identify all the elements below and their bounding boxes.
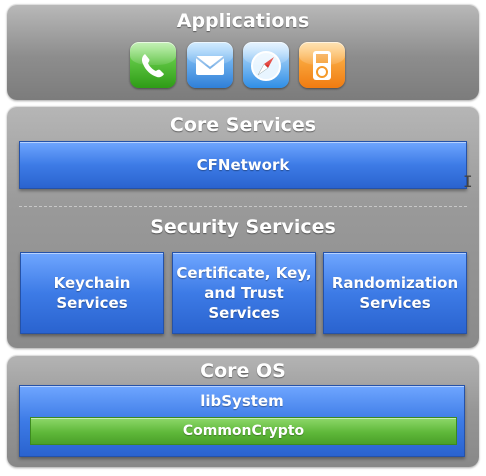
- keychain-label-line1: Keychain: [53, 274, 131, 292]
- commoncrypto-box: CommonCrypto: [30, 417, 457, 445]
- section-divider: [19, 206, 467, 207]
- randomization-label-line1: Randomization: [331, 274, 459, 292]
- commoncrypto-label: CommonCrypto: [182, 423, 305, 439]
- mail-icon: [187, 42, 233, 88]
- ipod-icon: [299, 42, 345, 88]
- cfnetwork-box: CFNetwork: [19, 141, 467, 189]
- cert-label-line1: Certificate, Key,: [176, 264, 312, 282]
- safari-icon: [243, 42, 289, 88]
- libsystem-label: libSystem: [200, 392, 284, 410]
- core-services-title: Core Services: [169, 114, 317, 136]
- randomization-services-box: Randomization Services: [323, 252, 467, 334]
- text-cursor-icon: I: [463, 172, 473, 191]
- cert-label-line3: Services: [208, 304, 280, 322]
- phone-icon: [130, 42, 176, 88]
- cert-label-line2: and Trust: [204, 284, 284, 302]
- keychain-label-line2: Services: [56, 294, 128, 312]
- certificate-key-trust-services-box: Certificate, Key, and Trust Services: [172, 252, 316, 334]
- keychain-services-box: Keychain Services: [20, 252, 164, 334]
- security-services-title: Security Services: [150, 216, 336, 238]
- applications-title: Applications: [176, 10, 310, 32]
- cfnetwork-label: CFNetwork: [196, 156, 290, 174]
- randomization-label-line2: Services: [359, 294, 431, 312]
- core-os-title: Core OS: [200, 360, 286, 382]
